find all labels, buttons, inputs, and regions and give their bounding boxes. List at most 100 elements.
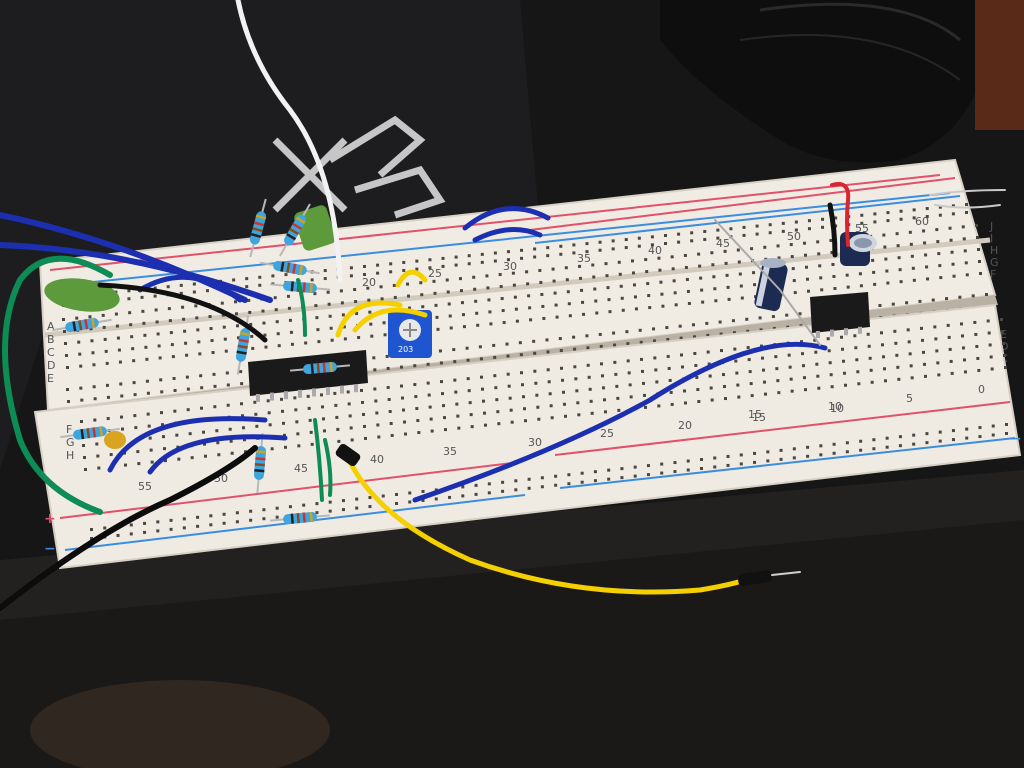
hole: [79, 364, 83, 368]
hole: [361, 400, 364, 404]
resistor-band: [298, 264, 304, 276]
hole: [164, 459, 167, 463]
hole: [830, 385, 834, 389]
rail-hole: [794, 220, 798, 224]
top-number: 35: [577, 252, 591, 265]
rail-hole: [182, 526, 186, 530]
hole: [525, 270, 529, 274]
hole: [566, 290, 570, 294]
hole: [404, 432, 407, 436]
hole: [67, 400, 70, 403]
rail-bottom-red-2: [554, 401, 1011, 456]
hole: [533, 351, 537, 355]
hole: [335, 415, 339, 419]
rail-hole: [467, 254, 471, 258]
hole: [150, 460, 154, 464]
resistor-band: [296, 513, 300, 524]
hole: [295, 420, 299, 424]
hole: [692, 335, 696, 339]
rail-hole: [938, 205, 942, 209]
rail-hole: [533, 247, 537, 251]
hole: [131, 347, 135, 351]
hole: [963, 358, 966, 362]
resistor-band: [295, 216, 306, 224]
hole: [401, 396, 404, 400]
ic-pin: [312, 388, 316, 397]
hole: [493, 374, 497, 378]
hole: [832, 274, 836, 278]
rail-hole: [716, 236, 720, 240]
hole: [420, 293, 424, 297]
hole: [349, 426, 353, 430]
hole: [648, 306, 652, 310]
rail-hole: [660, 462, 664, 466]
hole: [253, 400, 257, 404]
resistor-band: [255, 450, 267, 454]
hole: [600, 362, 603, 366]
hole: [642, 381, 645, 385]
dark-mat: [0, 0, 540, 470]
hole: [426, 362, 430, 366]
hole: [310, 442, 314, 446]
hole: [183, 329, 187, 333]
ic-pin: [298, 389, 302, 398]
rail-hole: [506, 258, 510, 262]
hole: [764, 392, 767, 396]
hole: [182, 317, 186, 321]
hole: [962, 237, 966, 241]
hole: [696, 388, 700, 391]
resistor-band: [292, 222, 303, 230]
rail-hole: [323, 277, 327, 281]
top-number: 60: [915, 215, 929, 228]
rail-hole: [179, 283, 183, 287]
hole: [170, 343, 174, 347]
hole: [350, 438, 354, 442]
rail-hole: [845, 441, 849, 445]
resistor-band: [84, 319, 89, 330]
hole: [564, 414, 567, 418]
hole: [243, 438, 246, 442]
hole: [101, 313, 105, 317]
hole: [458, 277, 462, 281]
top-number: 45: [716, 237, 730, 250]
hole: [587, 375, 591, 379]
hole: [171, 355, 175, 359]
hole: [346, 390, 350, 394]
hole: [282, 421, 285, 425]
wire-yellow-pin: [771, 571, 801, 576]
row-letter: D: [1000, 340, 1008, 353]
hole: [92, 363, 96, 367]
hole: [268, 423, 272, 427]
hole: [746, 346, 750, 350]
hole: [737, 260, 741, 264]
rail-hole: [349, 266, 353, 270]
hole: [546, 350, 550, 354]
hole: [920, 326, 923, 330]
hole: [897, 256, 901, 260]
hole: [466, 377, 470, 381]
hole: [909, 364, 913, 368]
rail-hole: [779, 457, 783, 461]
hole: [947, 335, 951, 339]
rail-hole: [580, 471, 584, 475]
hole: [340, 301, 344, 305]
hole: [120, 415, 123, 419]
rail-hole: [742, 225, 746, 229]
hole: [725, 273, 729, 277]
hole: [539, 280, 543, 284]
hole: [92, 385, 96, 389]
hole: [75, 316, 79, 320]
rail-hole: [467, 262, 471, 266]
hole: [817, 252, 821, 256]
hole: [369, 322, 373, 326]
wire-yellow-loop-1: [335, 300, 403, 338]
rail-bottom-blue-2: [559, 437, 1016, 489]
rail-hole: [249, 518, 253, 522]
hole: [321, 405, 324, 409]
hole: [453, 378, 457, 382]
rail-hole: [395, 493, 398, 496]
hole: [934, 337, 938, 341]
rail-hole: [792, 456, 796, 460]
hole: [489, 322, 493, 326]
rail-hole: [965, 436, 969, 440]
